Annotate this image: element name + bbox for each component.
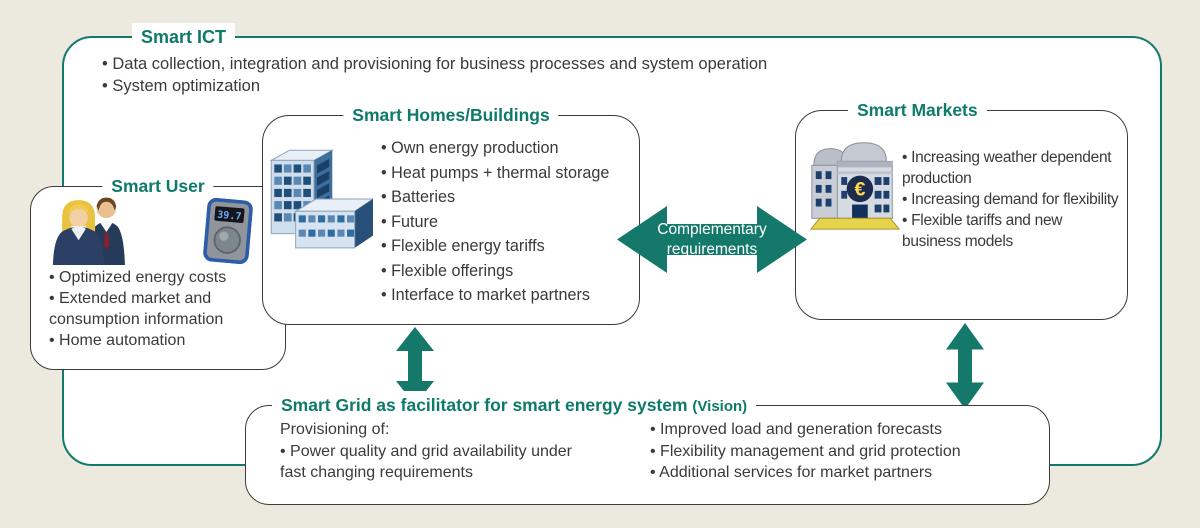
office-buildings-icon <box>269 149 373 249</box>
bullet-item: • Flexible tariffs and new business mode… <box>902 212 1063 250</box>
smart-grid-right-column: • Improved load and generation forecasts… <box>650 419 1050 484</box>
bullet-item: • Extended market and consumption inform… <box>49 290 224 328</box>
smart-markets-bullet-list: • Increasing weather dependent productio… <box>902 147 1124 252</box>
bullet-item: • Data collection, integration and provi… <box>102 55 768 73</box>
bank-exchange-building-icon: € <box>809 142 901 230</box>
smart-grid-left-column: Provisioning of: • Power quality and gri… <box>280 419 580 484</box>
smart-markets-title: Smart Markets <box>848 96 987 124</box>
double-arrow-horizontal-icon <box>617 206 807 273</box>
bullet-item: • Additional services for market partner… <box>650 464 933 481</box>
complementary-requirements-label: Complementary requirements <box>657 221 767 258</box>
users-people-icon <box>52 197 125 265</box>
double-arrow-vertical-icon <box>946 323 984 409</box>
smart-homes-bullet-list: • Own energy production • Heat pumps + t… <box>381 136 647 308</box>
euro-symbol: € <box>854 179 865 201</box>
bullet-item: • Power quality and grid availability un… <box>280 442 572 482</box>
bullet-item: • Batteries <box>381 188 456 206</box>
smart-markets-box: Smart Markets € • <box>795 96 1128 320</box>
bullet-item: • Flexibility management and grid protec… <box>650 442 961 460</box>
bullet-item: • Flexible energy tariffs <box>381 237 545 255</box>
bullet-item: • Future <box>381 212 438 231</box>
thermostat-icon: 39.7 <box>203 197 253 265</box>
bullet-item: • Increasing demand for flexibility <box>902 191 1119 208</box>
smart-user-title: Smart User <box>102 172 214 200</box>
smart-grid-box: Smart Grid as facilitator for smart ener… <box>245 391 1050 505</box>
complementary-requirements-arrow: Complementary requirements <box>617 201 807 278</box>
bullet-item: • Optimized energy costs <box>49 269 227 286</box>
bullet-item: • Flexible offerings <box>381 261 514 280</box>
bullet-item: • System optimization <box>102 76 260 95</box>
smart-homes-buildings-box: Smart Homes/Buildings <box>262 101 640 325</box>
smart-user-bullet-list: • Optimized energy costs • Extended mark… <box>49 267 283 351</box>
bullet-item: • Improved load and generation forecasts <box>650 421 942 438</box>
smart-ict-bullet-list: • Data collection, integration and provi… <box>102 54 1042 97</box>
smart-homes-title: Smart Homes/Buildings <box>343 101 559 129</box>
bullet-item: • Own energy production <box>381 139 559 157</box>
smart-grid-title-text: Smart Grid as facilitator for smart ener… <box>281 395 688 415</box>
smart-ict-title: Smart ICT <box>132 23 236 51</box>
bullet-item: • Interface to market partners <box>381 286 590 304</box>
smart-grid-title-note: (Vision) <box>692 398 748 415</box>
column-heading: Provisioning of: <box>280 421 390 438</box>
thermostat-display: 39.7 <box>217 210 242 223</box>
bullet-item: • Home automation <box>49 332 186 349</box>
double-arrow-vertical-icon <box>396 327 434 405</box>
homes-to-grid-arrow <box>394 327 436 405</box>
smart-grid-title: Smart Grid as facilitator for smart ener… <box>272 391 757 421</box>
bullet-item: • Heat pumps + thermal storage <box>381 163 610 182</box>
markets-to-grid-arrow <box>944 323 986 409</box>
bullet-item: • Increasing weather dependent productio… <box>902 149 1112 187</box>
smart-user-box: Smart User 39.7 • Optimized energy costs… <box>30 172 286 370</box>
